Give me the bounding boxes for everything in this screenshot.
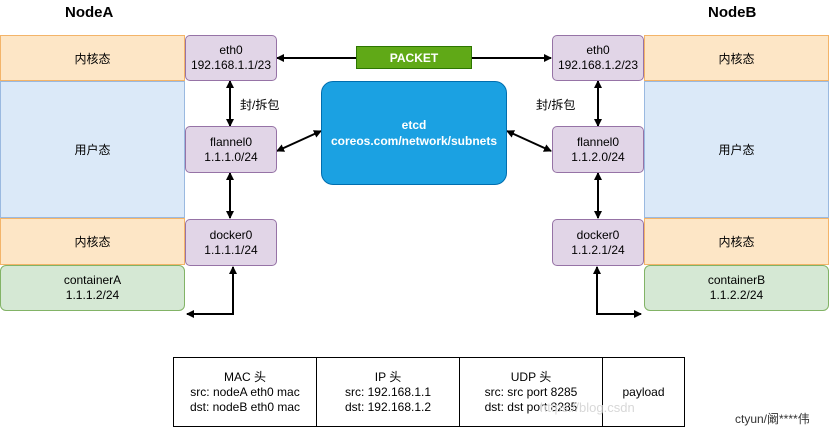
arrow-docker0-container-a [186, 266, 237, 318]
node-b-eth0: eth0 192.168.1.2/23 [552, 35, 644, 81]
packet-label: PACKET [389, 50, 439, 65]
node-b-title: NodeB [708, 4, 757, 21]
container-b-ip: 1.1.2.2/24 [709, 288, 764, 302]
node-b-kernel-top-label: 内核态 [718, 51, 755, 66]
node-b-eth0-ip: 192.168.1.2/23 [557, 58, 639, 72]
node-a-user-label: 用户态 [74, 143, 111, 157]
mac-header-src: src: nodeA eth0 mac [190, 384, 300, 399]
udp-header-title: UDP 头 [510, 369, 552, 384]
node-b-kernel-top: 内核态 [644, 35, 829, 81]
container-a-name: containerA [63, 273, 122, 287]
node-a-eth0-ip: 192.168.1.1/23 [190, 58, 272, 72]
arrow-docker0-container-b [593, 266, 642, 318]
ip-header-cell: IP 头 src: 192.168.1.1 dst: 192.168.1.2 [316, 357, 460, 427]
node-a-kernel-top: 内核态 [0, 35, 185, 81]
node-a-user-space: 用户态 [0, 81, 185, 218]
container-a-ip: 1.1.1.2/24 [65, 288, 120, 302]
ip-header-title: IP 头 [374, 369, 402, 384]
node-a-kernel-bottom-label: 内核态 [74, 235, 111, 249]
node-b-flannel0: flannel0 1.1.2.0/24 [552, 126, 644, 173]
container-a: containerA 1.1.1.2/24 [0, 265, 185, 311]
node-b-user-space: 用户态 [644, 81, 829, 218]
node-a-flannel0: flannel0 1.1.1.0/24 [185, 126, 277, 173]
node-b-eth0-name: eth0 [586, 43, 610, 57]
node-a-flannel0-name: flannel0 [209, 134, 253, 149]
node-b-docker0: docker0 1.1.2.1/24 [552, 219, 644, 266]
packet-box: PACKET [356, 46, 472, 69]
udp-header-cell: UDP 头 src: src port 8285 dst: dst port 8… [459, 357, 603, 427]
node-b-docker0-ip: 1.1.2.1/24 [571, 242, 625, 257]
node-a-encap-label: 封/拆包 [240, 98, 280, 112]
node-a-eth0-name: eth0 [219, 43, 243, 57]
node-b-user-label: 用户态 [718, 143, 755, 157]
container-b-name: containerB [707, 273, 766, 287]
arrow-etcd-flannel0-b [506, 130, 552, 152]
packet-header-table: MAC 头 src: nodeA eth0 mac dst: nodeB eth… [173, 357, 685, 427]
node-a-flannel0-ip: 1.1.1.0/24 [204, 149, 258, 164]
node-a-docker0-ip: 1.1.1.1/24 [204, 242, 258, 257]
node-a-title: NodeA [65, 4, 114, 21]
etcd-name: etcd [401, 118, 427, 132]
mac-header-cell: MAC 头 src: nodeA eth0 mac dst: nodeB eth… [173, 357, 317, 427]
node-b-kernel-bottom-label: 内核态 [718, 235, 755, 249]
node-b-encap-label: 封/拆包 [536, 98, 576, 112]
node-a-docker0-name: docker0 [209, 227, 253, 242]
node-b-flannel0-name: flannel0 [576, 134, 620, 149]
payload-label: payload [622, 384, 665, 399]
udp-header-dst: dst: dst port 8285 [484, 399, 578, 414]
node-b-kernel-bottom: 内核态 [644, 218, 829, 265]
etcd-box: etcd coreos.com/network/subnets [321, 81, 507, 185]
etcd-path: coreos.com/network/subnets [330, 134, 498, 148]
node-b-docker0-name: docker0 [576, 227, 620, 242]
payload-cell: payload [602, 357, 685, 427]
watermark: https://blog.csdn [540, 400, 635, 415]
node-a-eth0: eth0 192.168.1.1/23 [185, 35, 277, 81]
ip-header-dst: dst: 192.168.1.2 [344, 399, 432, 414]
node-b-flannel0-ip: 1.1.2.0/24 [571, 149, 625, 164]
credit-label: ctyun/阚****伟 [735, 412, 810, 426]
node-a-kernel-top-label: 内核态 [74, 51, 111, 66]
node-a-kernel-bottom: 内核态 [0, 218, 185, 265]
udp-header-src: src: src port 8285 [484, 384, 578, 399]
node-a-docker0: docker0 1.1.1.1/24 [185, 219, 277, 266]
arrow-flannel0-a-etcd [276, 130, 322, 152]
mac-header-dst: dst: nodeB eth0 mac [189, 399, 301, 414]
mac-header-title: MAC 头 [223, 369, 266, 384]
ip-header-src: src: 192.168.1.1 [344, 384, 432, 399]
